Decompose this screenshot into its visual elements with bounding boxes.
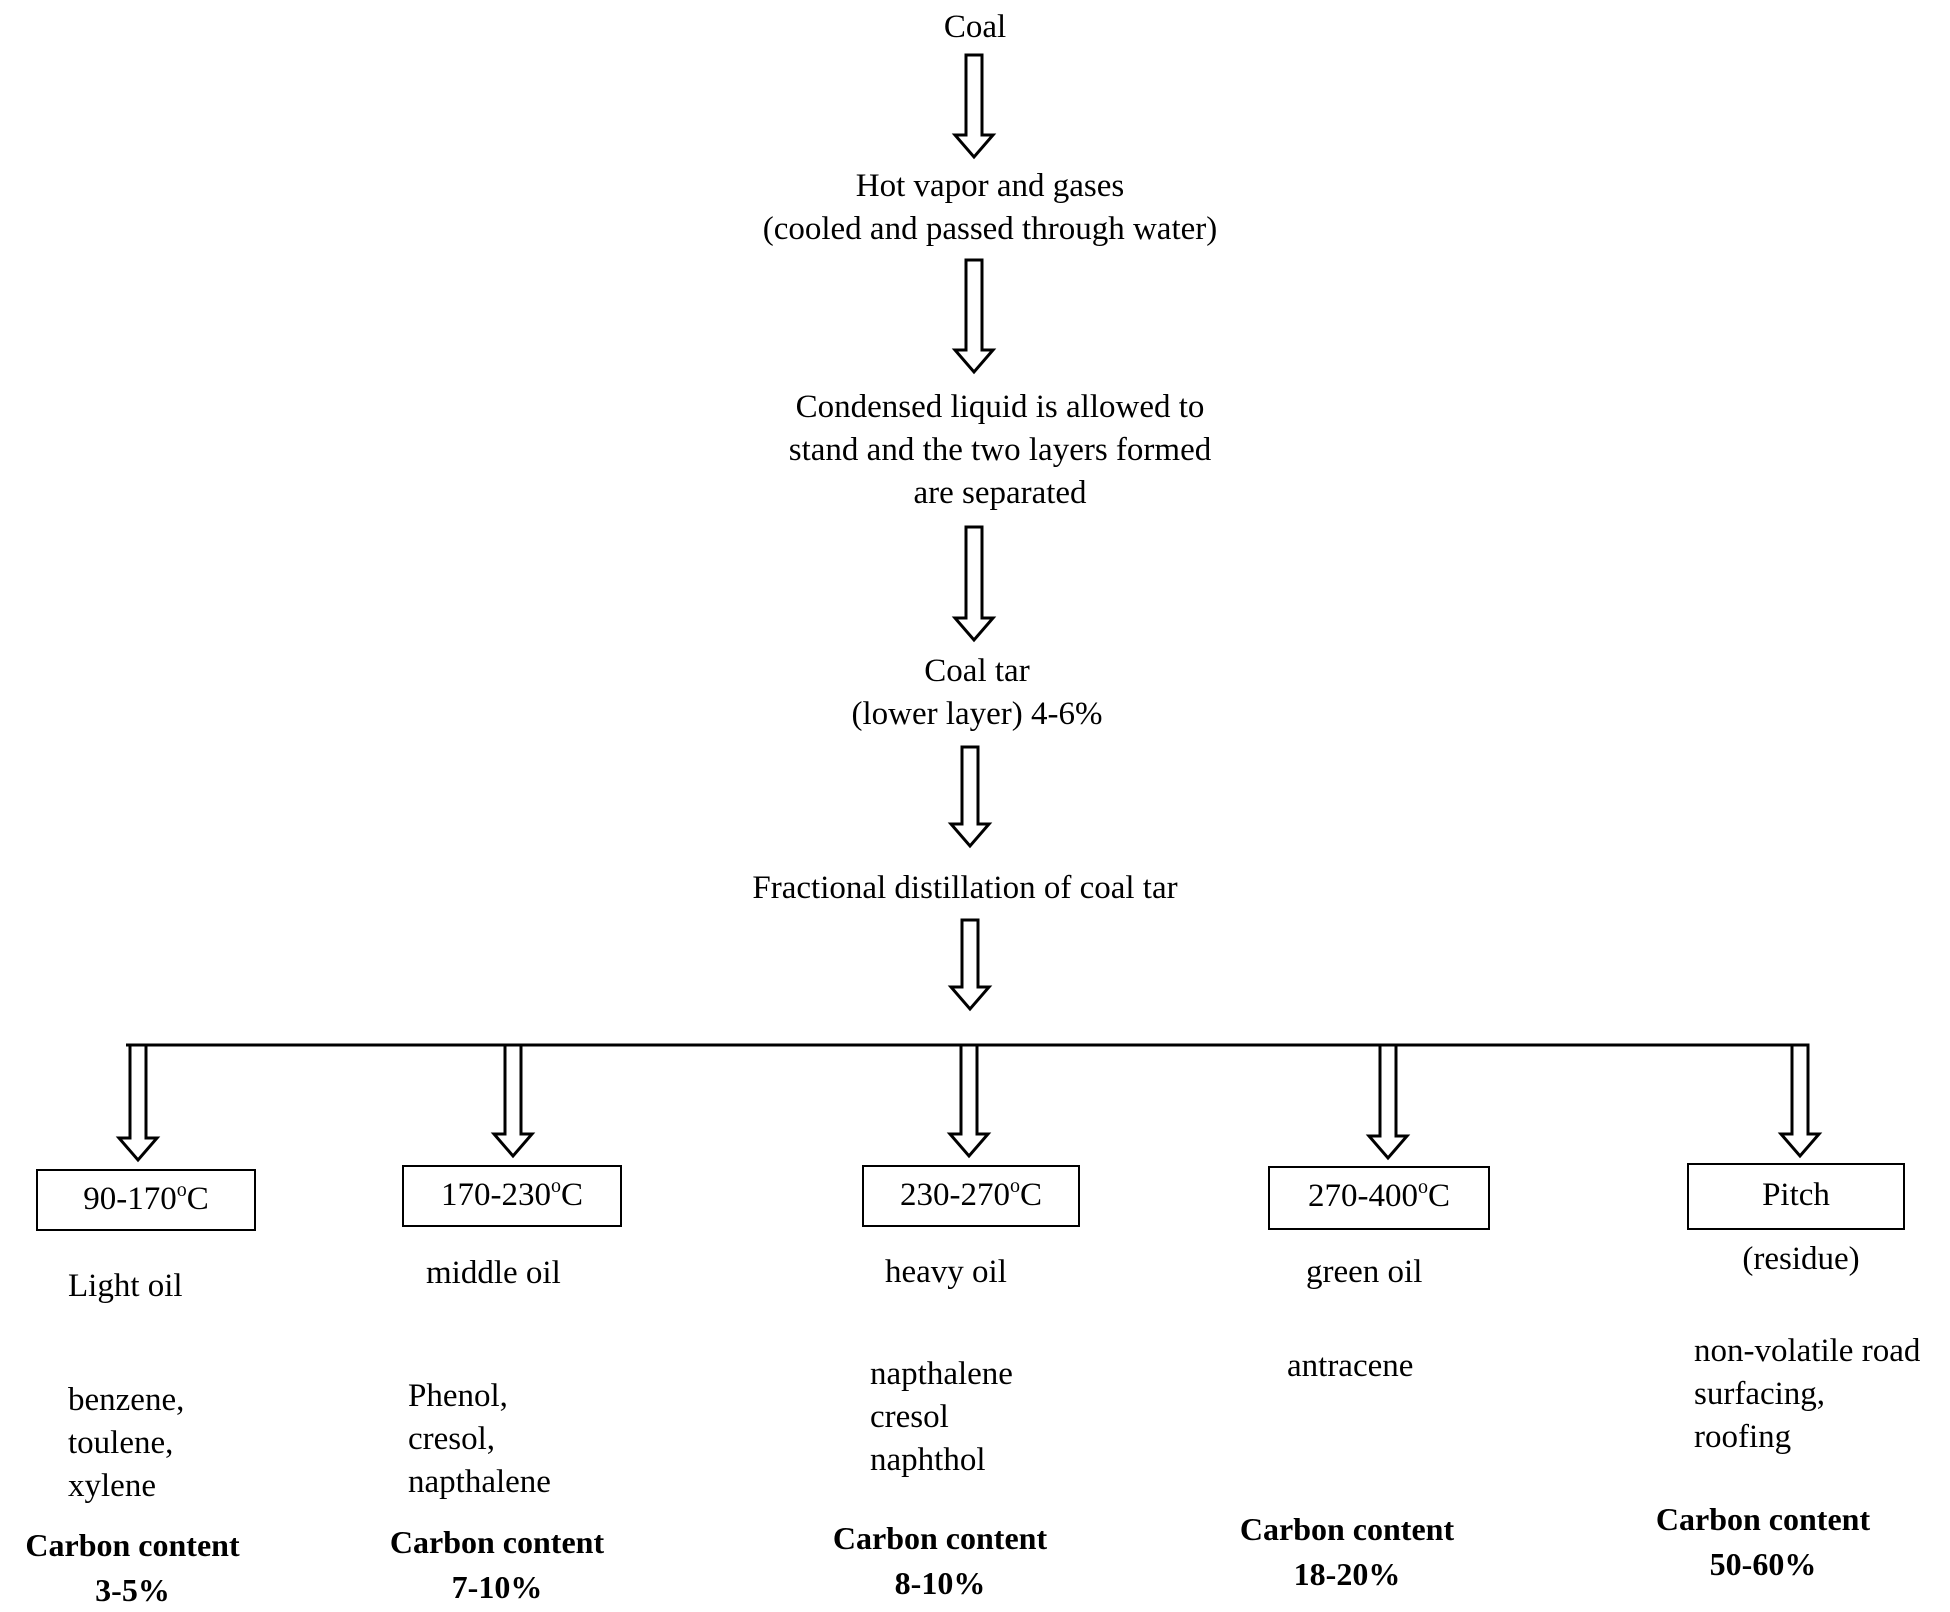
coal-tar-label: Coal tar — [924, 653, 1030, 689]
fraction-product: roofing — [1694, 1419, 1792, 1455]
fraction-range-value: 230-270 — [899, 1177, 1010, 1213]
lower-layer-label: (lower layer) 4-6% — [851, 696, 1103, 732]
degree-symbol: o — [1417, 1176, 1428, 1198]
carbon-content-value: 18-20% — [1293, 1556, 1401, 1592]
fraction-range-value: 90-170 — [83, 1181, 177, 1217]
branch-down-arrow — [946, 1043, 992, 1159]
degree-unit: C — [1019, 1177, 1042, 1213]
fraction-range-value: 270-400 — [1307, 1178, 1418, 1214]
fraction-product: toulene, — [68, 1425, 174, 1461]
fraction-product: xylene — [68, 1468, 156, 1504]
fraction-name-heavy-oil: heavy oil — [885, 1254, 1007, 1290]
cooled-passed-label: (cooled and passed through water) — [762, 211, 1218, 247]
carbon-content-label: Carbon content — [1239, 1511, 1455, 1547]
fraction-range-box-170-230: 170-230oC — [402, 1165, 622, 1227]
carbon-content-label: Carbon content — [832, 1520, 1048, 1556]
degree-symbol: o — [176, 1179, 187, 1201]
fraction-range-box-90-170: 90-170oC — [36, 1169, 256, 1231]
flow-down-arrow — [947, 745, 993, 849]
condensed-liquid-label: Condensed liquid is allowed to — [795, 389, 1205, 425]
fraction-product: Phenol, — [408, 1378, 508, 1414]
fraction-product: cresol — [870, 1399, 949, 1435]
degree-unit: C — [1427, 1178, 1450, 1214]
degree-symbol: o — [1009, 1175, 1020, 1197]
hot-vapor-label: Hot vapor and gases — [855, 168, 1125, 204]
branch-down-arrow — [115, 1043, 161, 1163]
carbon-content-value: 3-5% — [95, 1572, 170, 1608]
flow-down-arrow — [951, 53, 997, 160]
fraction-box-pitch: Pitch — [1687, 1163, 1905, 1230]
fraction-product: cresol, — [408, 1421, 496, 1457]
fraction-product: napthalene — [408, 1464, 551, 1500]
fraction-product: benzene, — [68, 1382, 185, 1418]
branch-down-arrow — [490, 1043, 536, 1159]
flow-down-arrow — [951, 258, 997, 375]
flow-down-arrow — [947, 918, 993, 1012]
degree-unit: C — [560, 1177, 583, 1213]
coal-label: Coal — [943, 9, 1007, 45]
separated-label: are separated — [913, 475, 1087, 511]
carbon-content-value: 8-10% — [894, 1565, 986, 1601]
fraction-range-box-270-400: 270-400oC — [1268, 1166, 1490, 1230]
branch-down-arrow — [1365, 1043, 1411, 1161]
flow-down-arrow — [951, 525, 997, 643]
fraction-range-value: Pitch — [1762, 1177, 1830, 1213]
carbon-content-value: 50-60% — [1709, 1546, 1817, 1582]
fraction-product: naphthol — [870, 1442, 986, 1478]
fraction-range-value: 170-230 — [440, 1177, 551, 1213]
carbon-content-label: Carbon content — [389, 1524, 605, 1560]
fraction-product: non-volatile road — [1694, 1333, 1921, 1369]
carbon-content-label: Carbon content — [25, 1527, 240, 1563]
fraction-product: napthalene — [870, 1356, 1013, 1392]
carbon-content-value: 7-10% — [451, 1569, 543, 1605]
fraction-name-green-oil: green oil — [1306, 1254, 1423, 1290]
fraction-name-residue: (residue) — [1742, 1241, 1860, 1277]
degree-unit: C — [186, 1181, 209, 1217]
degree-symbol: o — [550, 1175, 561, 1197]
carbon-content-label: Carbon content — [1655, 1501, 1871, 1537]
fractional-distillation-label: Fractional distillation of coal tar — [752, 870, 1178, 906]
fraction-product: antracene — [1287, 1348, 1414, 1384]
fraction-product: surfacing, — [1694, 1376, 1826, 1412]
fraction-name-middle-oil: middle oil — [426, 1255, 561, 1291]
two-layers-label: stand and the two layers formed — [788, 432, 1212, 468]
fraction-range-box-230-270: 230-270oC — [862, 1165, 1080, 1227]
branch-down-arrow — [1777, 1043, 1823, 1159]
fraction-name-light-oil: Light oil — [68, 1268, 183, 1304]
